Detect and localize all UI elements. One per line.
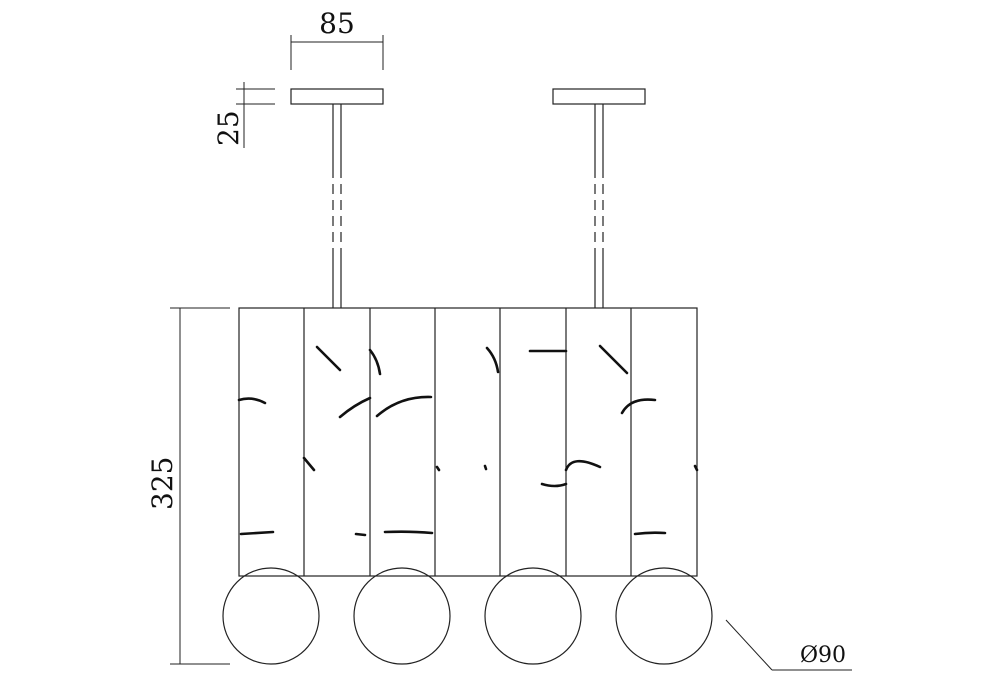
globe-2 xyxy=(353,567,451,665)
rod-right xyxy=(594,104,604,308)
canopy-height-label: 25 xyxy=(212,110,245,146)
overall-height-dimension: 325 xyxy=(146,307,230,665)
globe-4 xyxy=(615,567,713,665)
globe-diameter-label: Ø90 xyxy=(800,643,846,668)
birch-markings xyxy=(237,344,699,537)
birch-panel-body xyxy=(238,307,698,577)
canopy-left xyxy=(290,88,384,105)
globes xyxy=(222,567,713,665)
width-dimension-label: 85 xyxy=(319,7,355,40)
globe-3 xyxy=(484,567,582,665)
overall-height-label: 325 xyxy=(146,457,179,510)
width-dimension: 85 xyxy=(290,7,384,70)
globe-1 xyxy=(222,567,320,665)
canopy-height-dimension: 25 xyxy=(212,82,275,148)
rod-left xyxy=(332,104,342,308)
diameter-callout: Ø90 xyxy=(725,619,852,671)
canopy-right xyxy=(552,88,646,105)
